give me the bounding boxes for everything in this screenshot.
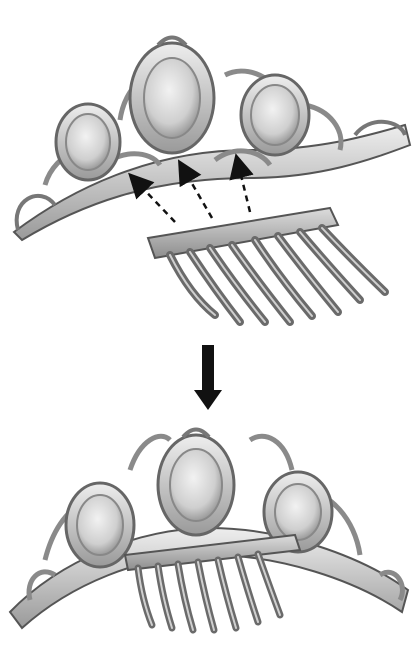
comb-spine [148,208,338,258]
assembled-center-medallion [158,430,234,536]
tiara-top [14,38,410,241]
hair-comb [148,208,385,322]
assembled-left-medallion [66,483,134,567]
tiara-center-medallion [130,38,214,154]
tiara-left-medallion [56,104,120,180]
tiara-assembled [10,430,408,631]
step-down-arrow [194,345,222,410]
tiara-right-medallion [241,75,309,155]
